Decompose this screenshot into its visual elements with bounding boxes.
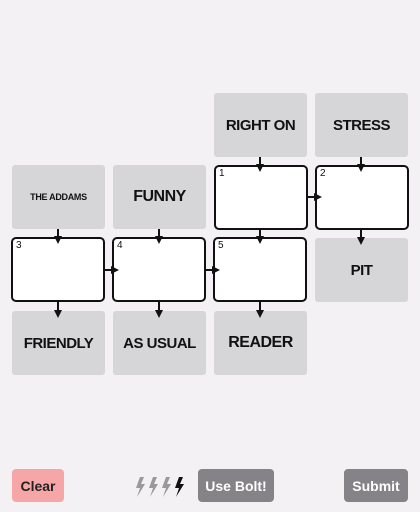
cell-number: 3 bbox=[16, 240, 22, 251]
lightning-bolt-icon bbox=[162, 477, 171, 497]
use-bolt-button[interactable]: Use Bolt! bbox=[198, 469, 274, 502]
clue-stress: STRESS bbox=[315, 93, 408, 157]
clue-as-usual: AS USUAL bbox=[113, 311, 206, 375]
clue-label: PIT bbox=[350, 261, 373, 279]
cell-number: 1 bbox=[219, 168, 225, 179]
lightning-bolt-icon bbox=[175, 477, 184, 497]
clue-label: AS USUAL bbox=[123, 334, 196, 352]
controls-bar: Clear Use Bolt! Submit bbox=[0, 468, 420, 504]
clue-pit: PIT bbox=[315, 238, 408, 302]
clue-reader: READER bbox=[214, 311, 307, 375]
cell-number: 4 bbox=[117, 240, 123, 251]
clue-label: STRESS bbox=[332, 116, 391, 134]
lightning-bolt-icon bbox=[136, 477, 145, 497]
clue-label: FUNNY bbox=[133, 188, 186, 205]
clue-label: FRIENDLY bbox=[23, 334, 94, 352]
clear-button[interactable]: Clear bbox=[12, 469, 64, 502]
lightning-bolt-icon bbox=[149, 477, 158, 497]
connector-arrows bbox=[54, 157, 365, 318]
cell-number: 5 bbox=[218, 240, 224, 251]
puzzle-board: RIGHT ON STRESS THE ADDAMS FUNNY PIT FRI… bbox=[11, 93, 409, 375]
answer-cell-3[interactable]: 3 bbox=[11, 237, 105, 302]
clue-label: THE ADDAMS bbox=[30, 192, 87, 202]
submit-button[interactable]: Submit bbox=[344, 469, 408, 502]
clue-label: READER bbox=[228, 334, 293, 351]
bolt-counter bbox=[136, 477, 184, 497]
clue-funny: FUNNY bbox=[113, 165, 206, 229]
answer-cell-2[interactable]: 2 bbox=[315, 165, 409, 230]
answer-cell-5[interactable]: 5 bbox=[213, 237, 307, 302]
answer-cell-1[interactable]: 1 bbox=[214, 165, 308, 230]
answer-cell-4[interactable]: 4 bbox=[112, 237, 206, 302]
clue-friendly: FRIENDLY bbox=[12, 311, 105, 375]
cell-number: 2 bbox=[320, 168, 326, 179]
clue-label: RIGHT ON bbox=[225, 116, 296, 134]
clue-right-on: RIGHT ON bbox=[214, 93, 307, 157]
clue-the-addams: THE ADDAMS bbox=[12, 165, 105, 229]
